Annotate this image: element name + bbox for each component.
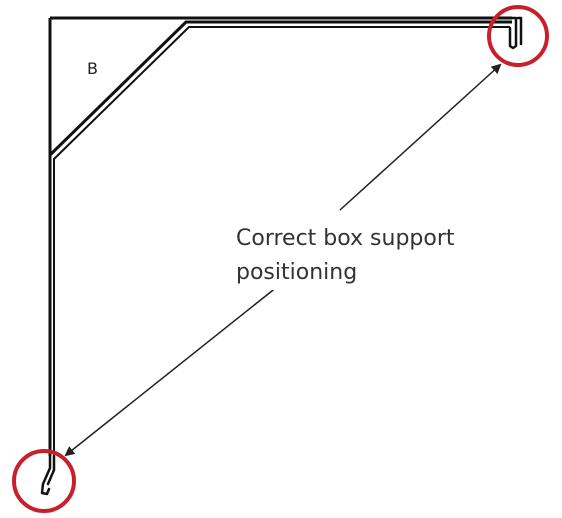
bracket-frame	[48, 16, 512, 456]
top-hook-shape	[498, 16, 518, 50]
bottom-hook-inner	[46, 454, 56, 486]
bottom-hook-shape	[40, 454, 52, 496]
bottom-hook	[40, 454, 56, 496]
diagram-caption: Correct box support positioning	[236, 222, 470, 290]
highlight-circle-top	[487, 5, 549, 67]
caption-line-2: positioning	[236, 260, 358, 285]
arrow-to-top-hook	[339, 63, 502, 211]
diagonal-brace-inner	[53, 26, 510, 160]
top-hook	[498, 16, 523, 50]
top-hook-lip	[516, 16, 523, 46]
diagonal-brace	[48, 20, 512, 157]
highlight-circle-bottom	[12, 449, 76, 513]
caption-line-1: Correct box support	[236, 226, 455, 251]
corner-label: B	[87, 59, 98, 78]
arrow-to-bottom-hook	[64, 274, 293, 457]
